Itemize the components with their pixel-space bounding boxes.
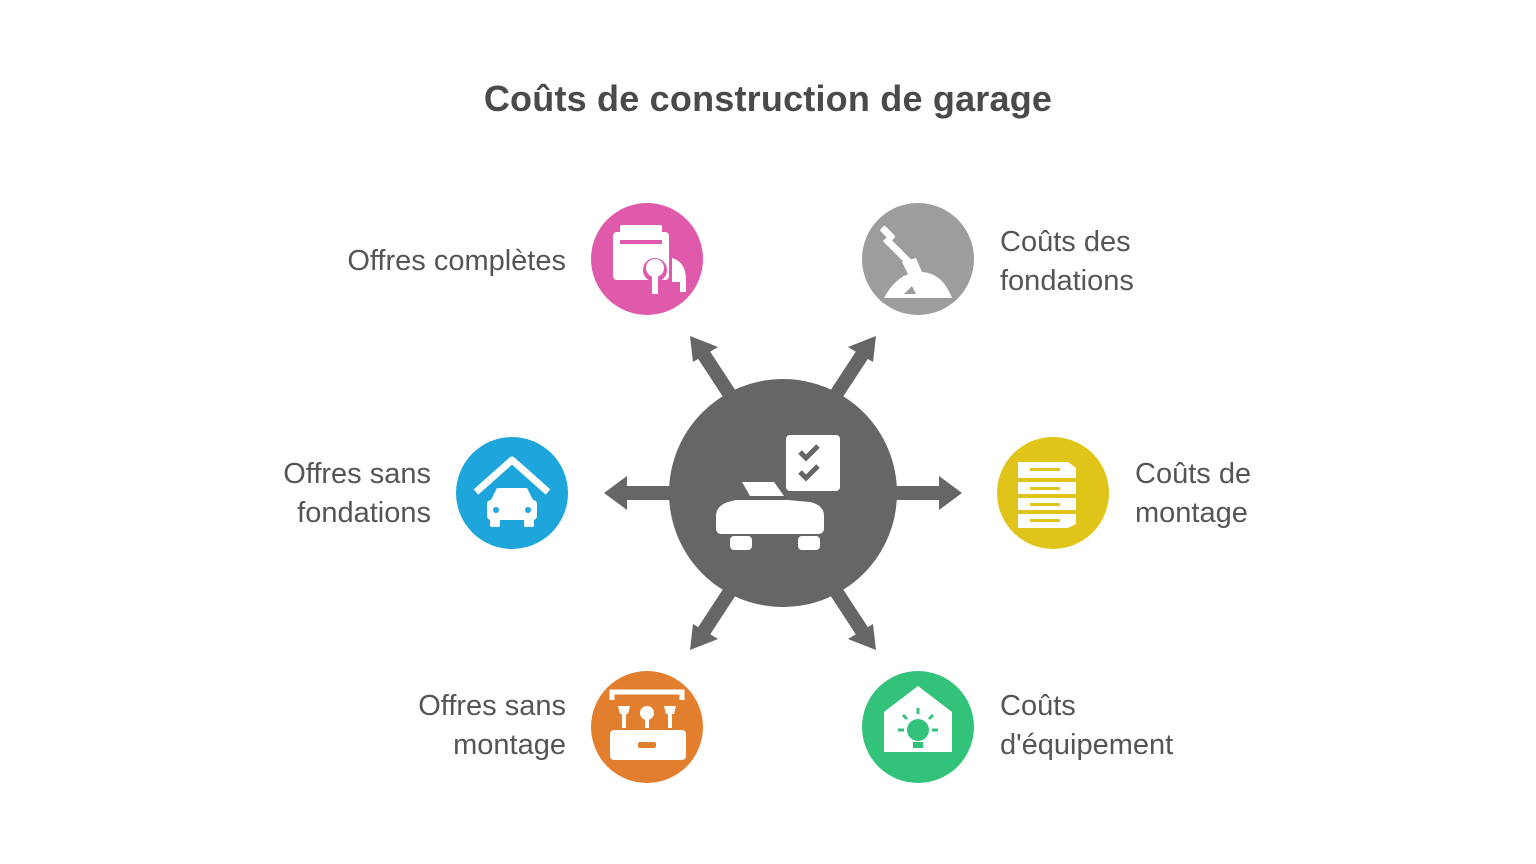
label-line: montage [453, 729, 566, 761]
stacked-boards-icon [1018, 462, 1076, 528]
toolbox-icon [609, 689, 686, 760]
arrow-head [604, 476, 627, 510]
diagram-title: Coûts de construction de garage [483, 78, 1053, 119]
label-couts-montage: Coûts de montage [1135, 455, 1251, 533]
label-offres-sans-fondations: Offres sans fondations [283, 455, 431, 533]
center-hub [669, 379, 897, 607]
package-tools-icon [613, 225, 686, 294]
label-offres-sans-montage: Offres sans montage [418, 687, 566, 765]
garage-car-icon [473, 456, 551, 527]
label-line: Offres sans [418, 690, 566, 722]
node-offres-completes [591, 203, 703, 315]
arrow-head [848, 336, 876, 362]
node-circle [862, 203, 974, 315]
label-line: Offres complètes [347, 245, 566, 277]
label-line: d'équipement [1000, 729, 1174, 761]
node-couts-equipement [862, 671, 974, 783]
node-couts-montage [997, 437, 1109, 549]
center-circle [669, 379, 897, 607]
label-couts-equipement: Coûts d'équipement [1000, 687, 1173, 765]
node-offres-sans-montage [591, 671, 703, 783]
label-line: Offres sans [283, 458, 431, 490]
house-light-icon [884, 686, 952, 752]
car-checklist-icon [716, 435, 840, 550]
label-offres-completes: Offres complètes [347, 242, 566, 281]
node-offres-sans-fondations [456, 437, 568, 549]
arrow-head [690, 624, 718, 650]
label-line: montage [1135, 497, 1248, 529]
label-line: Coûts des [1000, 226, 1131, 258]
label-line: fondations [1000, 265, 1134, 297]
arrow-head [939, 476, 962, 510]
label-couts-fondations: Coûts des fondations [1000, 223, 1134, 301]
arrow-head [848, 624, 876, 650]
label-line: fondations [297, 497, 431, 529]
arrow-to-couts-montage [886, 476, 962, 510]
label-line: Coûts de [1135, 458, 1252, 490]
arrow-to-offres-sans-fondations [604, 476, 680, 510]
shovel-icon [880, 226, 952, 298]
arrow-head [690, 336, 718, 362]
node-couts-fondations [862, 203, 974, 315]
label-line: Coûts [1000, 690, 1076, 722]
